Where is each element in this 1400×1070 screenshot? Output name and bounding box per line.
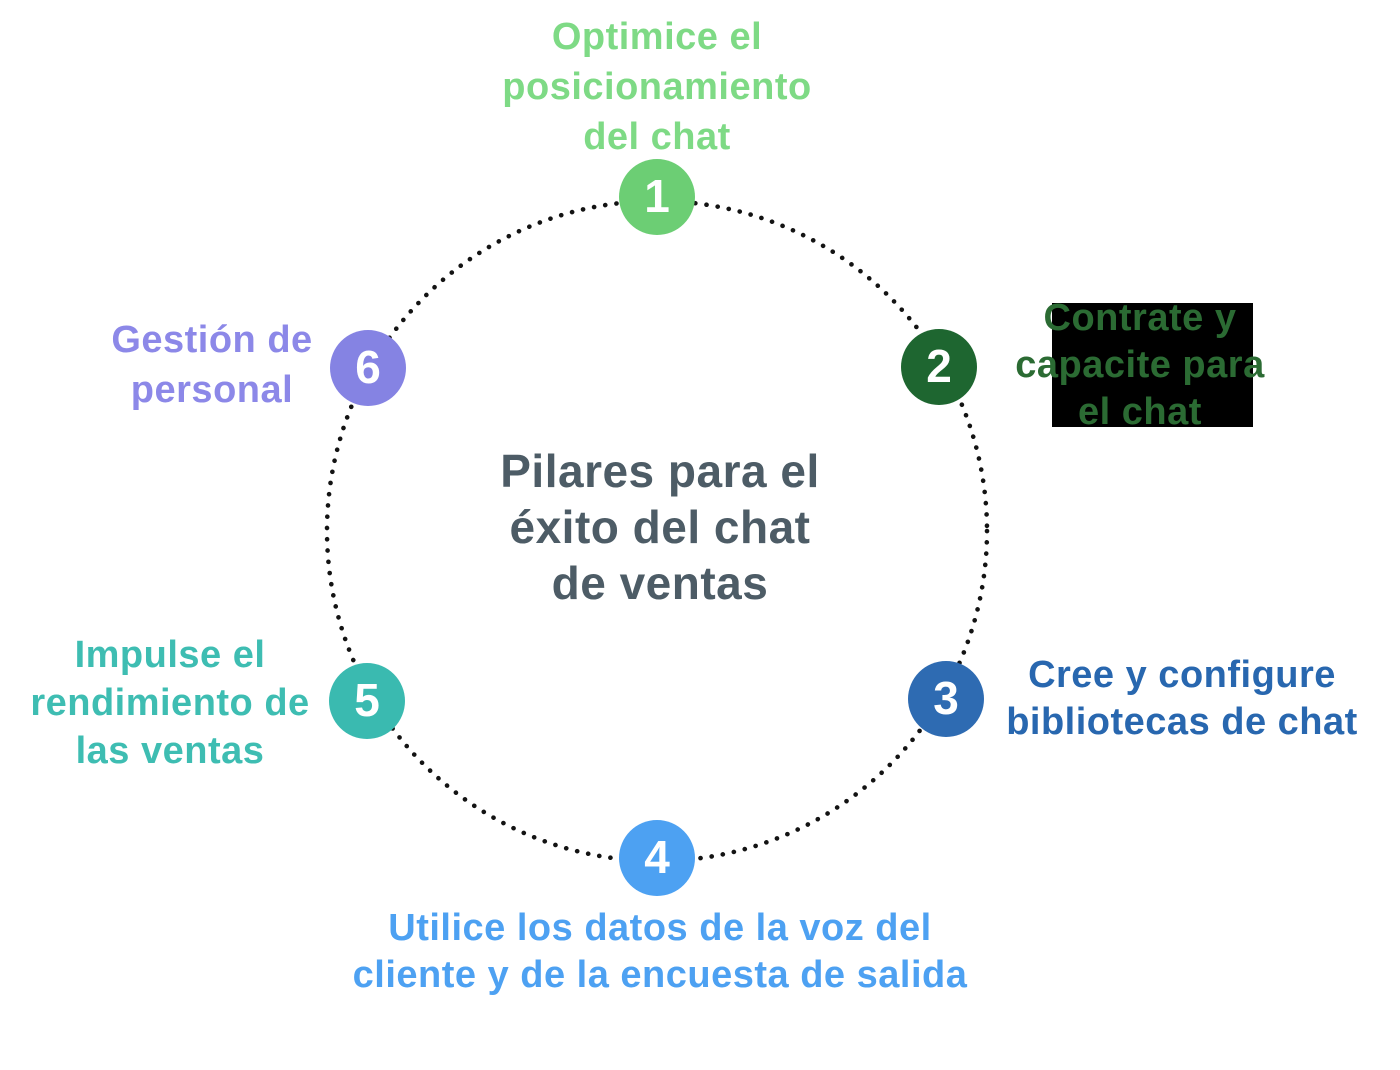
step-4-number: 4: [644, 831, 670, 883]
step-4-badge: 4: [619, 820, 695, 896]
step-2-label: Contrate y capacite para el chat: [1015, 297, 1265, 433]
step-1-badge: 1: [619, 159, 695, 235]
diagram-title: Pilares para el éxito del chat de ventas: [500, 445, 820, 609]
step-6-label: Gestión de personal: [111, 319, 313, 411]
step-3-number: 3: [933, 672, 959, 724]
step-1-label: Optimice el posicionamiento del chat: [502, 16, 812, 158]
step-1-number: 1: [644, 170, 670, 222]
step-2-badge: 2: [901, 329, 977, 405]
highlight-box: [1052, 303, 1253, 427]
step-3-badge: 3: [908, 661, 984, 737]
step-5-number: 5: [354, 674, 380, 726]
step-5-badge: 5: [329, 663, 405, 739]
step-6-number: 6: [355, 341, 381, 393]
step-4-label: Utilice los datos de la voz del cliente …: [352, 907, 968, 996]
step-2-number: 2: [926, 340, 952, 392]
step-3-label: Cree y configure bibliotecas de chat: [1006, 654, 1358, 743]
step-5-label: Impulse el rendimiento de las ventas: [30, 634, 310, 772]
step-6-badge: 6: [330, 330, 406, 406]
